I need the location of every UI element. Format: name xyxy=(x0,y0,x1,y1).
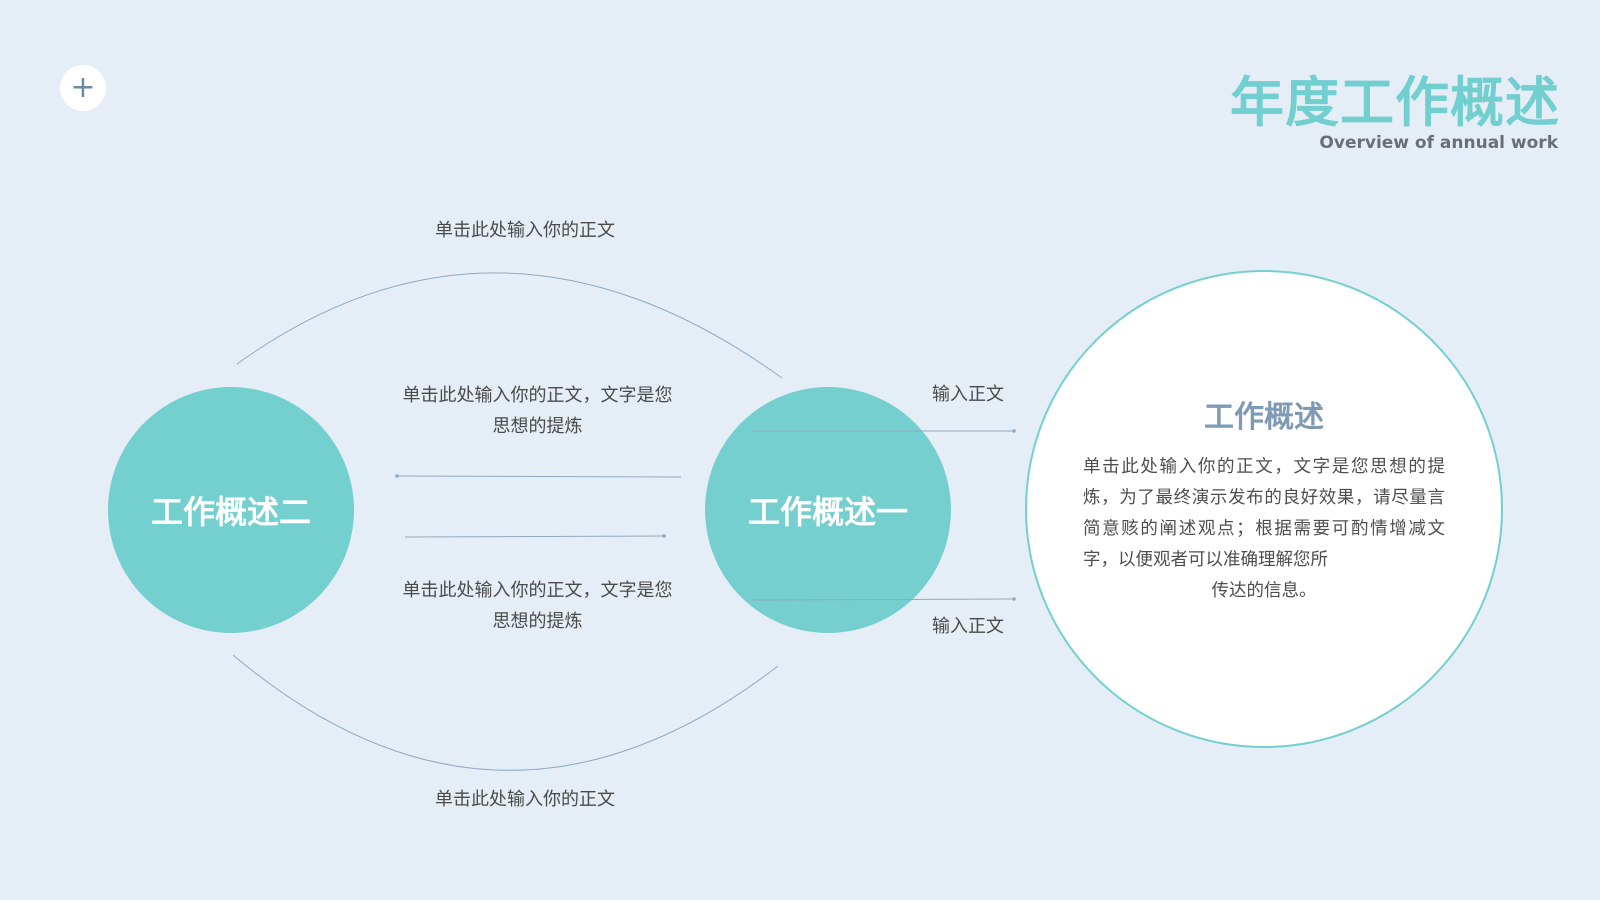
detail-body: 单击此处输入你的正文，文字是您思想的提炼，为了最终演示发布的良好效果，请尽量言简… xyxy=(1083,452,1445,607)
page-title: 年度工作概述 xyxy=(1230,71,1560,134)
mid-connector-top xyxy=(396,475,682,478)
detail-title: 工作概述 xyxy=(1204,399,1324,435)
node-overview-two-label: 工作概述二 xyxy=(150,493,311,531)
detail-body-text: 单击此处输入你的正文，文字是您思想的提炼，为了最终演示发布的良好效果，请尽量言简… xyxy=(1083,456,1445,570)
node-overview-one-label: 工作概述一 xyxy=(747,493,908,531)
page-subtitle: Overview of annual work xyxy=(1319,133,1558,153)
bottom-arc xyxy=(232,654,779,771)
right-top-label: 输入正文 xyxy=(932,384,1004,405)
arc-bottom-label: 单击此处输入你的正文 xyxy=(435,789,615,810)
mid-bottom-label: 单击此处输入你的正文，文字是您思想的提炼 xyxy=(402,580,673,632)
node-overview-two: 工作概述二 xyxy=(108,387,354,633)
mid-top-label: 单击此处输入你的正文，文字是您思想的提炼 xyxy=(402,385,673,437)
mid-connector-bottom xyxy=(404,535,665,538)
plus-icon: + xyxy=(70,70,96,105)
top-arc xyxy=(236,272,783,379)
right-bottom-label: 输入正文 xyxy=(932,616,1004,637)
arc-top-label: 单击此处输入你的正文 xyxy=(435,220,615,241)
detail-circle: 工作概述 单击此处输入你的正文，文字是您思想的提炼，为了最终演示发布的良好效果，… xyxy=(1025,270,1503,748)
detail-body-last: 传达的信息。 xyxy=(1211,580,1317,601)
plus-button[interactable]: + xyxy=(60,65,106,111)
node-overview-one: 工作概述一 xyxy=(705,387,951,633)
